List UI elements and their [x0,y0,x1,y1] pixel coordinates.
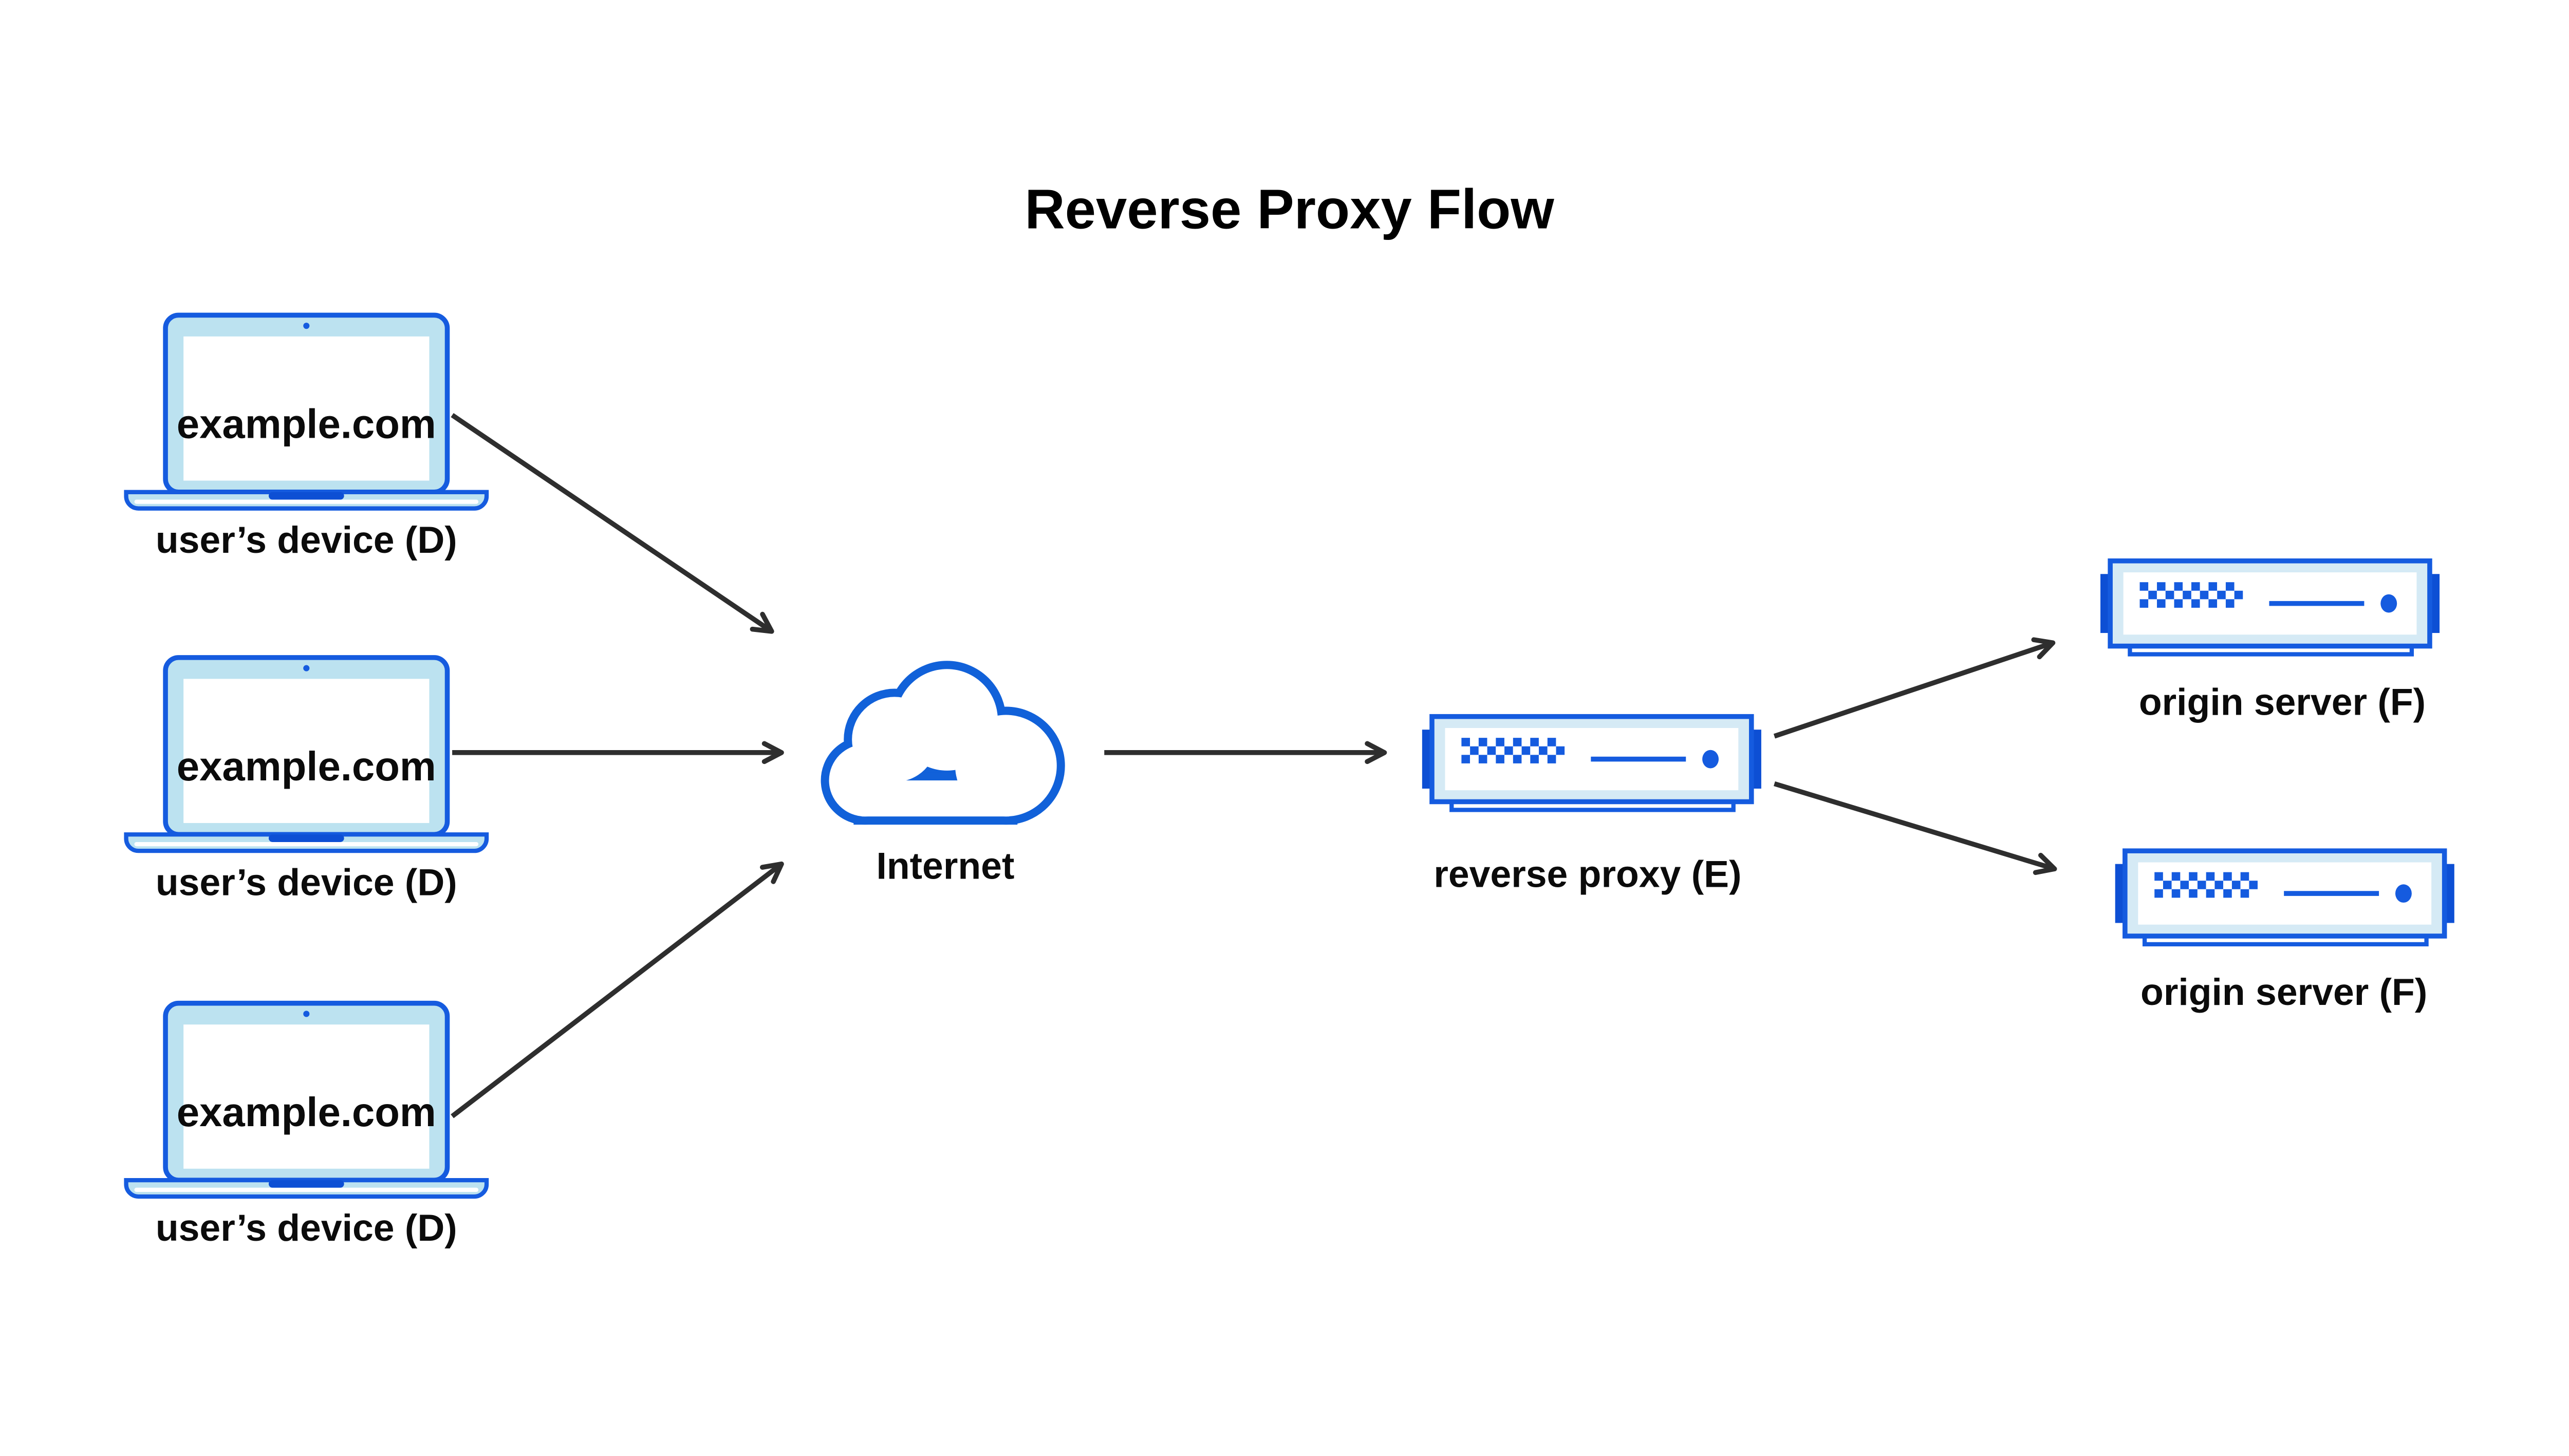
page-title: Reverse Proxy Flow [1025,178,1554,240]
server-icon [1422,717,1761,810]
origin-server-label: origin server (F) [2140,971,2427,1013]
arrow-device3-to-internet [451,861,784,1118]
internet-node: Internet [829,669,1057,887]
reverse-proxy-label: reverse proxy (E) [1434,853,1741,895]
user-device-node-2: example.com user’s device (D) [126,658,487,903]
reverse-proxy-node: reverse proxy (E) [1422,717,1761,895]
user-device-node-3: example.com user’s device (D) [126,1003,487,1249]
user-device-node-1: example.com user’s device (D) [126,315,487,561]
server-icon [2100,561,2440,655]
device-label: user’s device (D) [156,1207,457,1249]
origin-server-node-2: origin server (F) [2115,851,2454,1013]
device-label: user’s device (D) [156,519,457,561]
device-screen-text: example.com [177,743,436,789]
origin-server-node-1: origin server (F) [2100,561,2440,723]
arrow-proxy-to-origin2 [1774,781,2057,875]
flow-arrows [451,413,2057,1118]
device-screen-text: example.com [177,401,436,447]
server-icon [2115,851,2454,944]
device-label: user’s device (D) [156,861,457,903]
arrow-device1-to-internet [451,413,774,634]
cloud-icon [829,669,1057,816]
origin-server-label: origin server (F) [2139,681,2426,723]
internet-label: Internet [876,845,1014,887]
device-screen-text: example.com [177,1089,436,1135]
arrow-proxy-to-origin1 [1773,637,2056,739]
